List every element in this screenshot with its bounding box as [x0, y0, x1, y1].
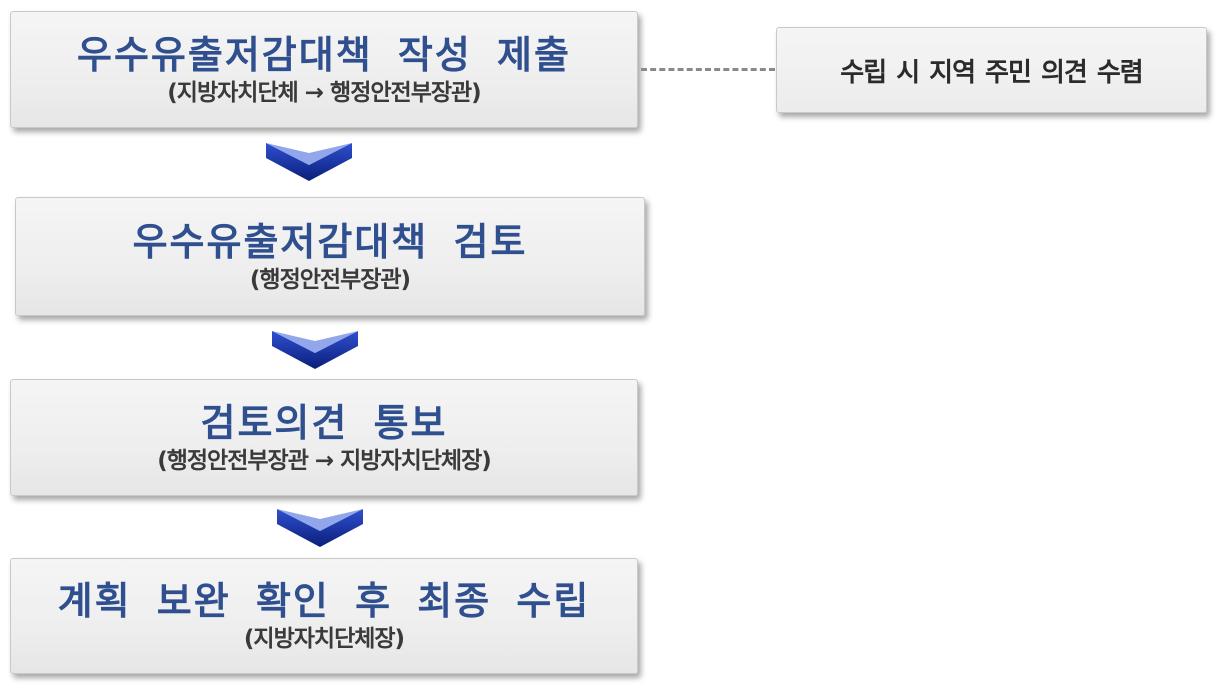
note-box-resident-opinion: 수립 시 지역 주민 의견 수렴 [776, 27, 1207, 113]
step-box-review: 우수유출저감대책 검토 (행정안전부장관) [15, 197, 645, 316]
step-subtitle: (지방자치단체 → 행정안전부장관) [167, 79, 481, 106]
step-subtitle: (지방자치단체장) [243, 626, 405, 652]
note-text: 수립 시 지역 주민 의견 수렴 [840, 57, 1143, 88]
step-title: 우수유출저감대책 작성 제출 [77, 32, 571, 77]
step-subtitle: (행정안전부장관) [249, 266, 411, 293]
step-title: 검토의견 통보 [200, 400, 448, 445]
chevron-down-icon [272, 331, 358, 369]
step-box-finalize: 계획 보완 확인 후 최종 수립 (지방자치단체장) [10, 558, 638, 674]
chevron-down-icon [277, 509, 363, 547]
step-title: 계획 보완 확인 후 최종 수립 [57, 579, 591, 623]
step-box-notify: 검토의견 통보 (행정안전부장관 → 지방자치단체장) [10, 379, 638, 496]
step-title: 우수유출저감대책 검토 [132, 219, 528, 264]
step-box-submit: 우수유출저감대책 작성 제출 (지방자치단체 → 행정안전부장관) [10, 11, 638, 128]
step-subtitle: (행정안전부장관 → 지방자치단체장) [157, 447, 492, 474]
dashed-connector [641, 68, 775, 71]
chevron-down-icon [266, 143, 352, 181]
